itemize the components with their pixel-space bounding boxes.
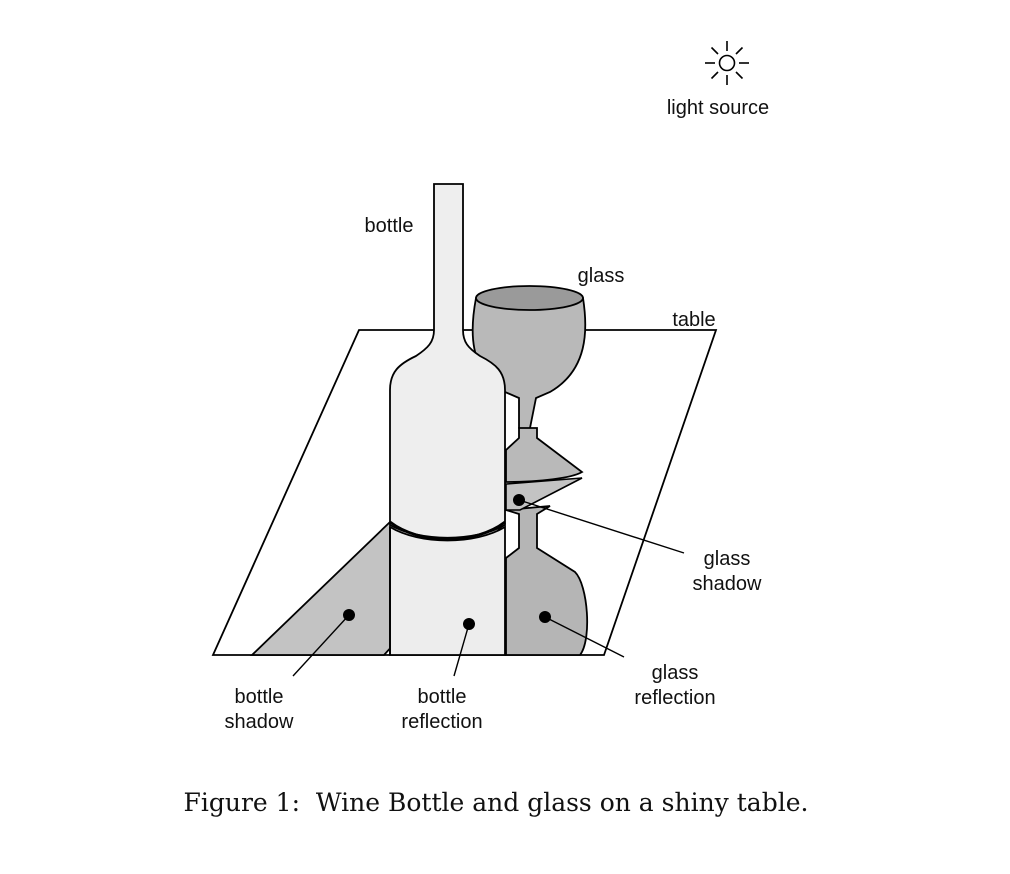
glass-label: glass [578, 265, 625, 287]
marker-dots [343, 494, 551, 630]
bottle-shadow-label-2: shadow [225, 711, 294, 733]
bottle-reflection-label-1: bottle [418, 686, 467, 708]
leader-lines [292, 499, 685, 677]
table-label: table [672, 309, 715, 331]
glass [471, 285, 587, 483]
bottle [389, 183, 506, 539]
glass-shadow-label-2: shadow [693, 573, 762, 595]
bottle-shadow-label-1: bottle [235, 686, 284, 708]
bottle-reflection-label-2: reflection [401, 711, 482, 733]
light-source-label: light source [667, 97, 769, 119]
glass-reflection [505, 505, 589, 656]
table-surface [211, 329, 718, 656]
bottle-reflection [389, 525, 506, 656]
figure-caption: Figure 1: Wine Bottle and glass on a shi… [184, 788, 809, 817]
glass-reflection-label-2: reflection [634, 687, 715, 709]
bottle-label: bottle [365, 215, 414, 237]
sun-icon [705, 41, 749, 85]
glass-shadow-label-1: glass [704, 548, 751, 570]
glass-reflection-label-1: glass [652, 662, 699, 684]
